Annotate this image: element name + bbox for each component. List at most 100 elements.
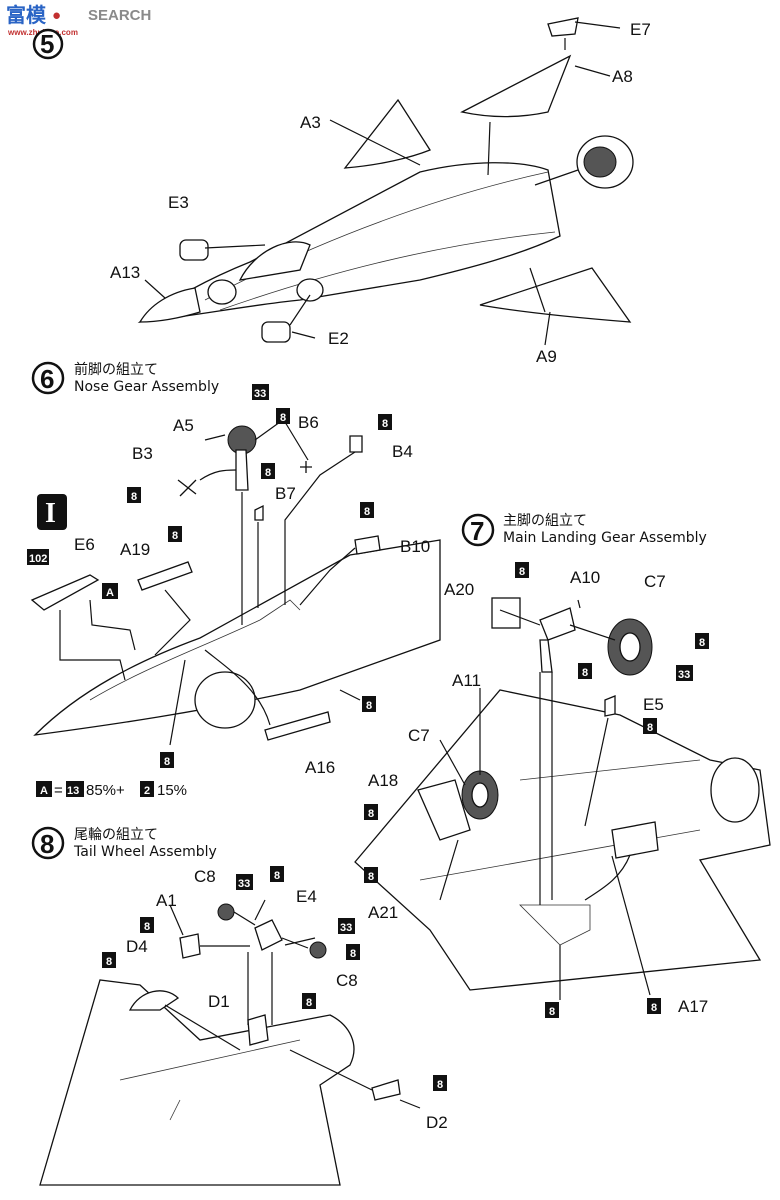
wing-a8	[460, 54, 572, 118]
label-a16: A16	[305, 758, 335, 777]
color-code-8: 8	[545, 1002, 559, 1018]
label-c7-top: C7	[644, 572, 666, 591]
svg-text:8: 8	[131, 491, 137, 503]
color-code-A: A	[102, 583, 118, 599]
label-a18: A18	[368, 771, 398, 790]
intake-step6	[194, 671, 256, 729]
color-code-8: 8	[360, 502, 374, 518]
step-5: 5 E7	[32, 17, 651, 366]
color-code-33: 33	[676, 665, 693, 681]
watermark-search: SEARCH	[88, 7, 151, 24]
step-5-badge	[32, 28, 64, 60]
step-6-title-jp: 前脚の組立て	[74, 361, 158, 378]
part-e6	[30, 574, 100, 611]
svg-text:8: 8	[699, 637, 705, 649]
watermark: 富模 ● SEARCH www.zhuhmo.com	[6, 3, 151, 37]
label-a21: A21	[368, 903, 398, 922]
label-a19: A19	[120, 540, 150, 559]
color-code-8: 8	[140, 917, 154, 933]
svg-text:8: 8	[144, 921, 150, 933]
wing-a3	[343, 98, 431, 169]
label-a3: A3	[300, 113, 321, 132]
svg-text:8: 8	[549, 1006, 555, 1018]
svg-text:8: 8	[172, 530, 178, 542]
step-7-badge	[461, 513, 495, 547]
label-a11: A11	[452, 671, 481, 690]
label-b10: B10	[400, 537, 430, 556]
option-marker-text: I	[45, 498, 56, 529]
part-a10	[539, 607, 576, 641]
step-8: 8 尾輪の組立て Tail Wheel Assembly C8 E4 A1 D4…	[31, 826, 448, 1186]
label-d1: D1	[208, 992, 230, 1011]
svg-text:85%+: 85%+	[86, 782, 125, 799]
tail-wheel-c8a	[217, 903, 235, 921]
step-7-number: 7	[470, 516, 484, 546]
wing-a9	[479, 267, 632, 323]
nose-fuselage-drawing	[33, 539, 441, 736]
step-5-number: 5	[40, 29, 54, 59]
part-e5	[604, 695, 616, 717]
svg-text:A: A	[106, 587, 114, 599]
main-strut	[539, 639, 553, 673]
color-code-8: 8	[160, 752, 174, 768]
label-c7-bottom: C7	[408, 726, 430, 745]
nose-strut	[235, 449, 249, 491]
color-code-8: 8	[276, 408, 290, 424]
color-code-8: 8	[643, 718, 657, 734]
step-7-title-en: Main Landing Gear Assembly	[503, 530, 707, 546]
svg-text:13: 13	[67, 785, 79, 797]
left-intake	[207, 279, 237, 305]
step-7: 7 主脚の組立て Main Landing Gear Assembly	[354, 513, 771, 1018]
color-code-8: 8	[270, 866, 284, 882]
tail-wheel-c8b	[309, 941, 327, 959]
svg-text:8: 8	[382, 418, 388, 430]
color-code-33: 33	[252, 384, 269, 400]
right-intake	[296, 278, 324, 302]
step-8-badge	[31, 826, 65, 860]
color-code-8: 8	[127, 487, 141, 503]
svg-text:8: 8	[274, 870, 280, 882]
svg-text:8: 8	[164, 756, 170, 768]
part-b4	[349, 435, 363, 453]
watermark-dot: ●	[52, 7, 61, 24]
label-a5: A5	[173, 416, 194, 435]
step-8-number: 8	[40, 829, 54, 859]
label-a20: A20	[444, 580, 474, 599]
svg-text:8: 8	[519, 566, 525, 578]
svg-text:8: 8	[265, 467, 271, 479]
step-8-title-jp: 尾輪の組立て	[74, 826, 158, 843]
svg-text:33: 33	[238, 878, 250, 890]
step-7-title-jp: 主脚の組立て	[503, 513, 587, 529]
svg-text:33: 33	[254, 388, 266, 400]
label-a10: A10	[570, 568, 600, 587]
label-c8-top: C8	[194, 867, 216, 886]
svg-text:8: 8	[368, 808, 374, 820]
svg-text:8: 8	[106, 956, 112, 968]
label-e6: E6	[74, 535, 95, 554]
color-code-8: 8	[578, 663, 592, 679]
label-e4: E4	[296, 887, 317, 906]
svg-text:15%: 15%	[157, 782, 187, 799]
svg-text:A: A	[40, 785, 48, 797]
label-b4: B4	[392, 442, 413, 461]
label-b7: B7	[275, 484, 296, 503]
color-code-8: 8	[433, 1075, 447, 1091]
nose-cone-a13	[138, 287, 201, 323]
color-code-8: 8	[346, 944, 360, 960]
svg-text:8: 8	[364, 506, 370, 518]
step-8-title-en: Tail Wheel Assembly	[73, 844, 217, 860]
cockpit-canopy	[238, 241, 311, 281]
part-d1	[247, 1014, 269, 1046]
part-a16	[264, 711, 331, 741]
color-code-33: 33	[338, 918, 355, 934]
part-b7	[254, 504, 264, 521]
label-e2: E2	[328, 329, 349, 348]
label-a1: A1	[156, 891, 177, 910]
main-wing-drawing	[354, 689, 771, 991]
part-a17	[611, 821, 659, 859]
step-6-badge	[31, 361, 65, 395]
svg-text:102: 102	[29, 553, 47, 565]
color-code-8: 8	[102, 952, 116, 968]
label-a13: A13	[110, 263, 140, 282]
